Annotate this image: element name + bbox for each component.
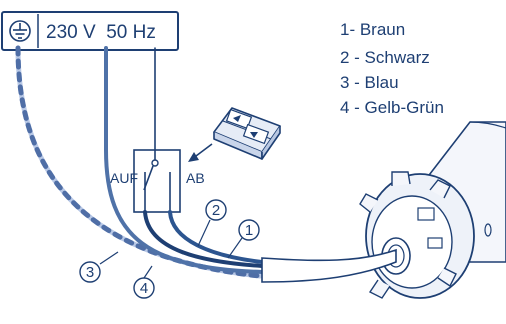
legend-item-3: 3 - Blau [340, 73, 399, 92]
earth-ground-icon [9, 20, 31, 42]
switch-label-up: AUF [110, 170, 138, 186]
wire-3-blue [104, 46, 264, 274]
callout-3-label: 3 [86, 264, 94, 281]
pointer-arrow [188, 143, 213, 162]
legend-item-1: 1- Braun [340, 20, 405, 39]
legend-item-2: 2 - Schwarz [340, 48, 430, 67]
tubular-motor [359, 121, 506, 299]
callout-2 [205, 199, 227, 221]
callout-3 [79, 261, 101, 283]
switch-label-down: AB [186, 170, 205, 186]
up-arrow-icon [233, 115, 241, 122]
callout-1 [238, 219, 260, 241]
wire-2-black [143, 210, 264, 268]
callout-4 [133, 277, 155, 299]
callout-4-label: 4 [140, 280, 148, 297]
wire-1-brown [168, 210, 264, 264]
down-arrow-icon [250, 132, 258, 138]
remote-switch-icon [213, 107, 281, 160]
power-supply: 230 V 50 Hz [1, 11, 179, 51]
legend-item-4: 4 - Gelb-Grün [340, 98, 444, 117]
callout-1-label: 1 [245, 222, 253, 239]
switch-housing [133, 149, 181, 213]
power-supply-box [1, 11, 179, 51]
motor-cable [261, 248, 397, 283]
wire-legend: 1- Braun 2 - Schwarz 3 - Blau 4 - Gelb-G… [340, 20, 444, 117]
callout-2-label: 2 [212, 202, 220, 219]
supply-label: 230 V 50 Hz [46, 22, 156, 43]
callouts: 1 2 3 4 [79, 199, 260, 299]
wiring [15, 45, 397, 283]
switch-box: AUF AB [110, 149, 205, 213]
